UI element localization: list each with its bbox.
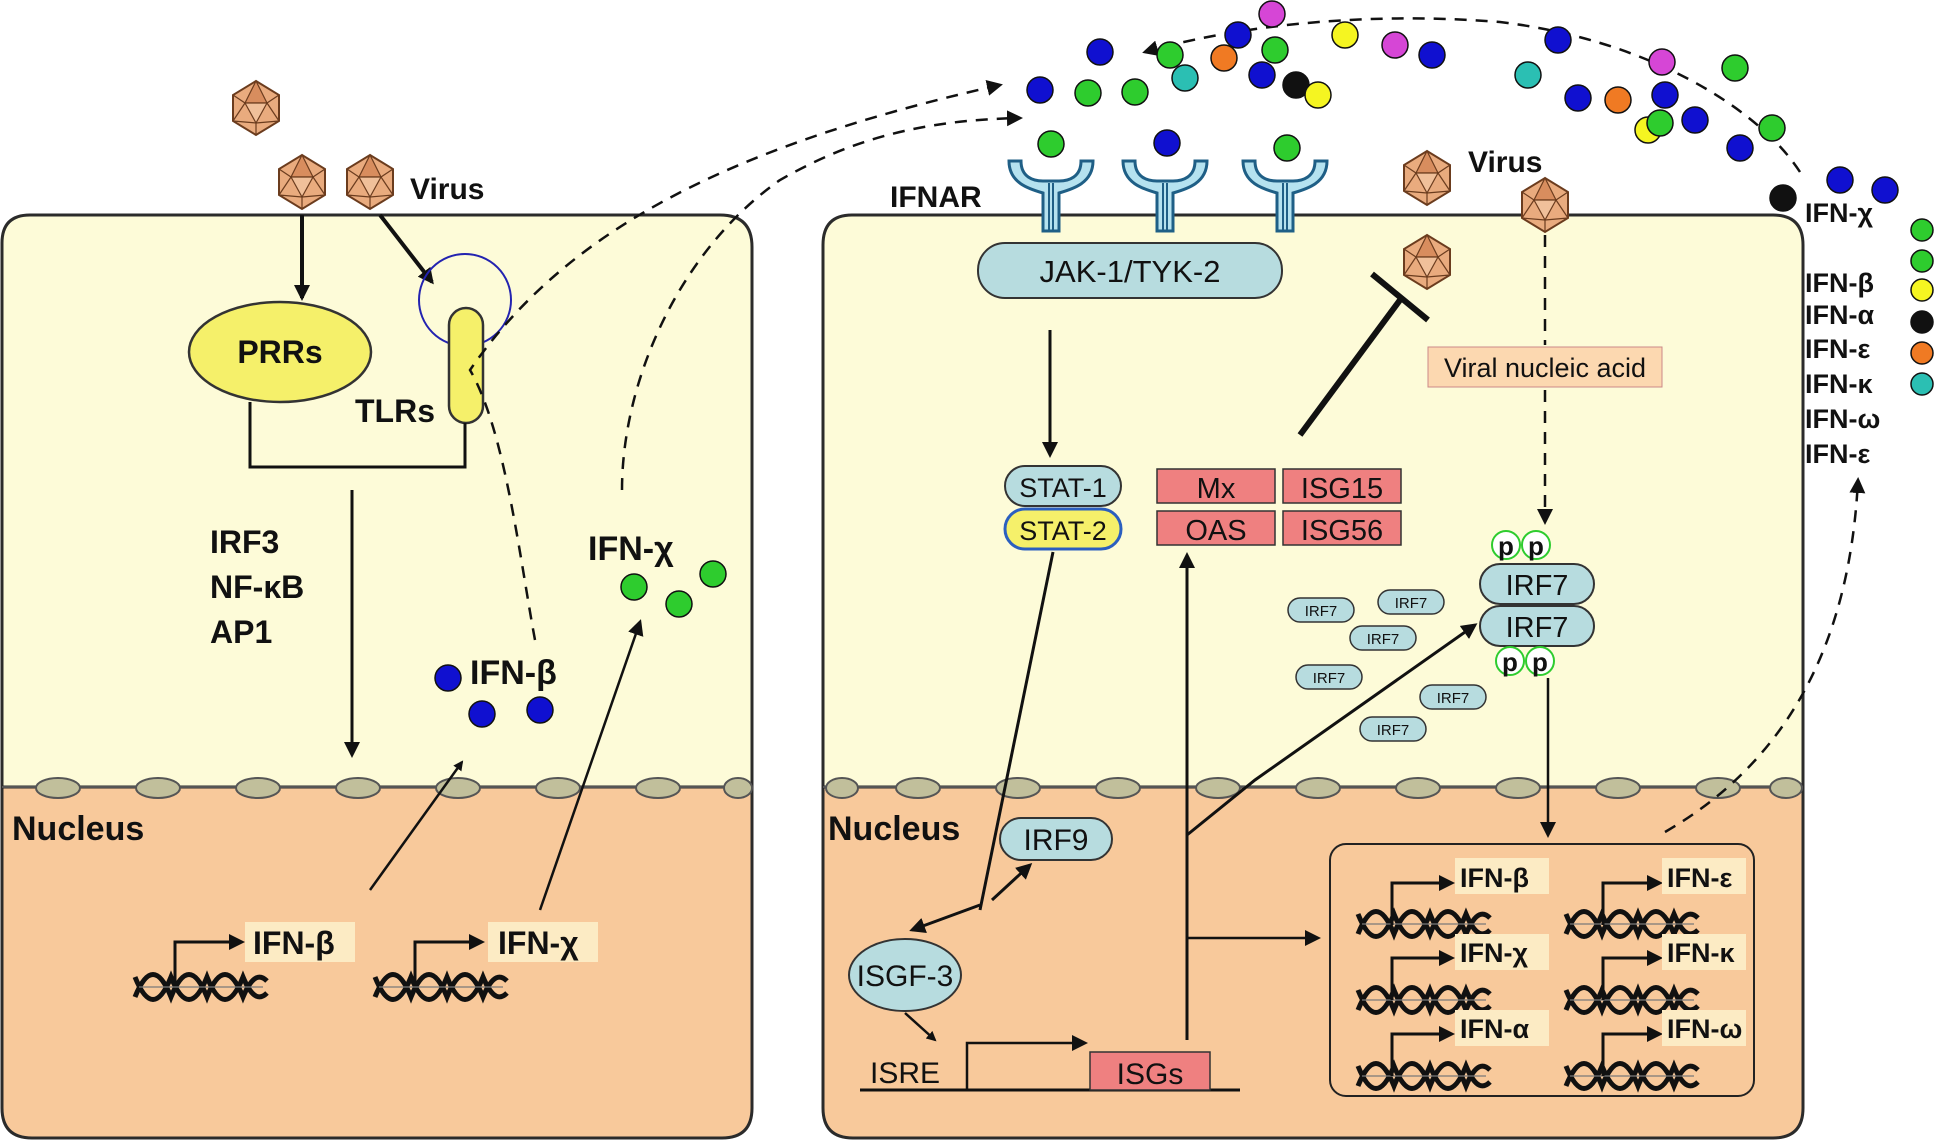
irf9-pill <box>999 817 1113 861</box>
irf7-small: IRF7 <box>1437 690 1470 707</box>
isg-mx-box <box>1156 468 1276 504</box>
ifnar-label: IFNAR <box>890 181 982 214</box>
irf7-small: IRF7 <box>1377 722 1410 739</box>
legend-ifn-kappa: IFN-κ <box>1805 369 1873 399</box>
legend-swatch <box>1910 278 1934 302</box>
isg-isg56: ISG56 <box>1301 515 1383 547</box>
isgf3-label: ISGF-3 <box>857 960 954 993</box>
isg-oas-box <box>1156 510 1276 546</box>
gene-ifn-omega: IFN-ω <box>1667 1014 1742 1044</box>
right-virus-label: Virus <box>1468 146 1543 179</box>
legend-ifn-alpha: IFN-α <box>1805 300 1874 330</box>
legend-swatch <box>1910 310 1934 334</box>
irf7-label: IRF7 <box>1506 612 1569 644</box>
irf7-small: IRF7 <box>1395 595 1428 612</box>
irf7-small: IRF7 <box>1313 670 1346 687</box>
legend-ifn-omega: IFN-ω <box>1805 404 1880 434</box>
left-cytoplasm <box>0 213 754 789</box>
stat1-pill <box>1004 465 1122 507</box>
right-nuclear-pores <box>825 777 1803 799</box>
ifn-chi-label: IFN-χ <box>588 530 674 568</box>
stat1-label: STAT-1 <box>1019 473 1107 503</box>
p-label: p <box>1532 647 1548 677</box>
p-label: p <box>1498 531 1514 561</box>
isg-isg15-box <box>1282 468 1402 504</box>
isre-label: ISRE <box>870 1057 940 1090</box>
p-label: p <box>1528 531 1544 561</box>
isg-isg56-box <box>1282 510 1402 546</box>
stat2-label: STAT-2 <box>1019 516 1107 546</box>
right-nucleus <box>821 785 1805 1140</box>
virus-icon <box>278 154 326 210</box>
legend-swatch <box>1910 341 1934 365</box>
gene-ifn-alpha: IFN-α <box>1460 1014 1529 1044</box>
virus-icon <box>1403 150 1451 206</box>
jak-tyk-pill <box>977 242 1283 299</box>
gene-ifn-beta: IFN-β <box>1460 863 1529 893</box>
factor-ap1: AP1 <box>210 614 272 650</box>
tlrs-label: TLRs <box>355 393 435 429</box>
viral-nucleic-acid: Viral nucleic acid <box>1444 353 1646 383</box>
gene-ifn-chi: IFN-χ <box>498 925 579 961</box>
stat2-pill <box>1003 507 1123 551</box>
irf7-pill <box>1479 563 1595 605</box>
legend-ifn-chi: IFN-χ <box>1805 198 1873 228</box>
legend-ifn-beta: IFN-β <box>1805 268 1874 298</box>
ifn-genes-box <box>1329 843 1755 1097</box>
left-nucleus-label: Nucleus <box>12 810 144 848</box>
left-nucleus <box>0 785 754 1140</box>
isgs-box <box>1089 1051 1211 1091</box>
virus-icon <box>346 154 394 210</box>
factor-irf3: IRF3 <box>210 524 279 560</box>
tlr-receptor <box>447 306 485 425</box>
irf7-monomers: IRF7 IRF7 IRF7 IRF7 IRF7 IRF7 <box>1287 589 1487 742</box>
factor-nfkb: NF-κB <box>210 569 304 605</box>
isg-oas: OAS <box>1185 515 1246 547</box>
legend-ifn-epsilon: IFN-ε <box>1805 334 1870 364</box>
viral-nucleic-acid-box <box>1427 346 1663 388</box>
right-cell: IFNAR JAK-1/TYK-2 STAT-1 STAT-2 Mx ISG15… <box>821 129 1866 1140</box>
gene-ifn-kappa: IFN-κ <box>1667 938 1735 968</box>
right-nucleus-label: Nucleus <box>828 810 960 848</box>
irf9-label: IRF9 <box>1023 824 1088 857</box>
legend-swatch <box>1910 218 1934 242</box>
virus-label: Virus <box>410 173 485 206</box>
left-nuclear-pores <box>35 777 753 799</box>
gene-ifn-chi: IFN-χ <box>1460 938 1528 968</box>
p-label: p <box>1502 647 1518 677</box>
legend-swatch <box>1910 372 1934 396</box>
jak-label: JAK-1/TYK-2 <box>1040 254 1221 289</box>
irf7-label: IRF7 <box>1506 570 1569 602</box>
gene-ifn-beta: IFN-β <box>253 925 335 961</box>
gene-ifn-epsilon: IFN-ε <box>1667 863 1732 893</box>
isg-mx: Mx <box>1197 473 1236 505</box>
isgf3-ellipse <box>848 938 962 1012</box>
virus-icon <box>232 80 280 136</box>
irf7-pill <box>1479 605 1595 647</box>
secreted-ifn-cloud <box>1026 0 1899 212</box>
ifn-legend: IFN-χ IFN-β IFN-α IFN-ε IFN-κ IFN-ω IFN-… <box>1805 198 1934 469</box>
ifn-beta-label: IFN-β <box>470 654 557 692</box>
prrs-ellipse <box>187 300 373 404</box>
irf7-small: IRF7 <box>1305 603 1338 620</box>
left-cell: Virus PRRs TLRs IRF3 NF-κB AP1 IFN-χ IFN… <box>0 80 1023 1140</box>
isgs-label: ISGs <box>1117 1058 1184 1091</box>
legend-swatch <box>1910 249 1934 273</box>
irf7-small: IRF7 <box>1367 631 1400 648</box>
isg-isg15: ISG15 <box>1301 473 1383 505</box>
legend-ifn-epsilon-2: IFN-ε <box>1805 439 1870 469</box>
prrs-label: PRRs <box>237 334 322 370</box>
